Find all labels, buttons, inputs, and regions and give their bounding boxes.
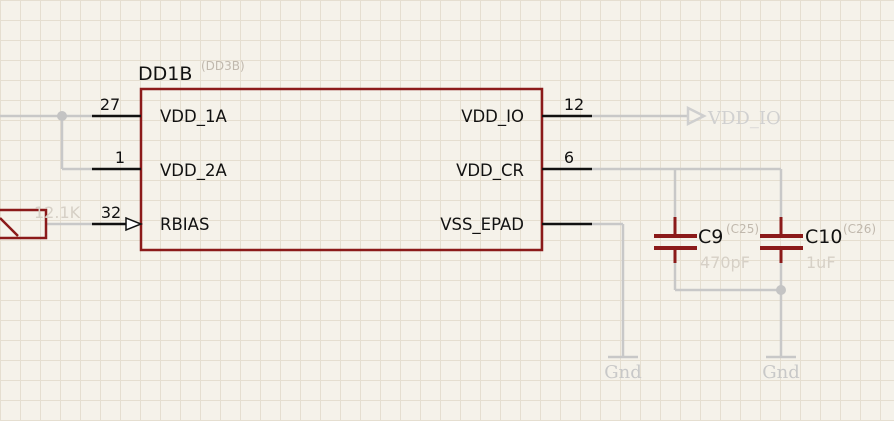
net-label-vdd-io-text: VDD_IO (707, 108, 781, 129)
c9-value: 470pF (700, 253, 750, 272)
junction-dot-cap (776, 285, 786, 295)
rbias-input-arrow-icon (125, 216, 144, 232)
pin-number-27: 27 (100, 95, 120, 114)
pin-number-12: 12 (564, 95, 584, 114)
junction-dot-vdd (57, 111, 67, 121)
pin-number-6: 6 (564, 148, 574, 167)
component-dd1b[interactable]: DD1B (DD3B) 27 1 32 VDD_1A VDD_2A RBIAS … (92, 59, 592, 252)
resistor-value: 12.1K (34, 203, 81, 222)
pin-name-rbias: RBIAS (160, 215, 209, 234)
c10-ref: C10 (805, 226, 842, 248)
c9-alt-ref: (C25) (726, 222, 759, 236)
component-ref: DD1B (138, 63, 192, 85)
net-label-vdd-io[interactable]: VDD_IO (686, 105, 781, 129)
resistor-body (0, 208, 48, 240)
ground-label-2: Gnd (762, 362, 800, 383)
pin-number-32: 32 (101, 203, 121, 222)
pin-name-vdd1a: VDD_1A (160, 107, 227, 127)
wires (0, 114, 783, 357)
pin-number-1: 1 (115, 148, 125, 167)
c10-value: 1uF (806, 253, 836, 272)
net-arrow-icon (686, 105, 707, 127)
ground-label-1: Gnd (604, 362, 642, 383)
pin-name-vssepad: VSS_EPAD (440, 215, 524, 235)
pin-name-vdd2a: VDD_2A (160, 161, 227, 181)
capacitor-c10[interactable]: C10 (C26) 1uF (760, 217, 876, 272)
c10-alt-ref: (C26) (843, 222, 876, 236)
ground-symbol-2[interactable]: Gnd (762, 355, 800, 383)
capacitor-c9[interactable]: C9 (C25) 470pF (654, 217, 759, 272)
pin-name-vddcr: VDD_CR (456, 161, 524, 181)
ground-symbol-1[interactable]: Gnd (604, 355, 642, 383)
pin-name-vddio: VDD_IO (461, 107, 524, 127)
component-alt-ref: (DD3B) (201, 59, 245, 73)
resistor-slash (0, 217, 19, 237)
resistor: 12.1K (0, 203, 81, 240)
c9-ref: C9 (698, 226, 723, 248)
